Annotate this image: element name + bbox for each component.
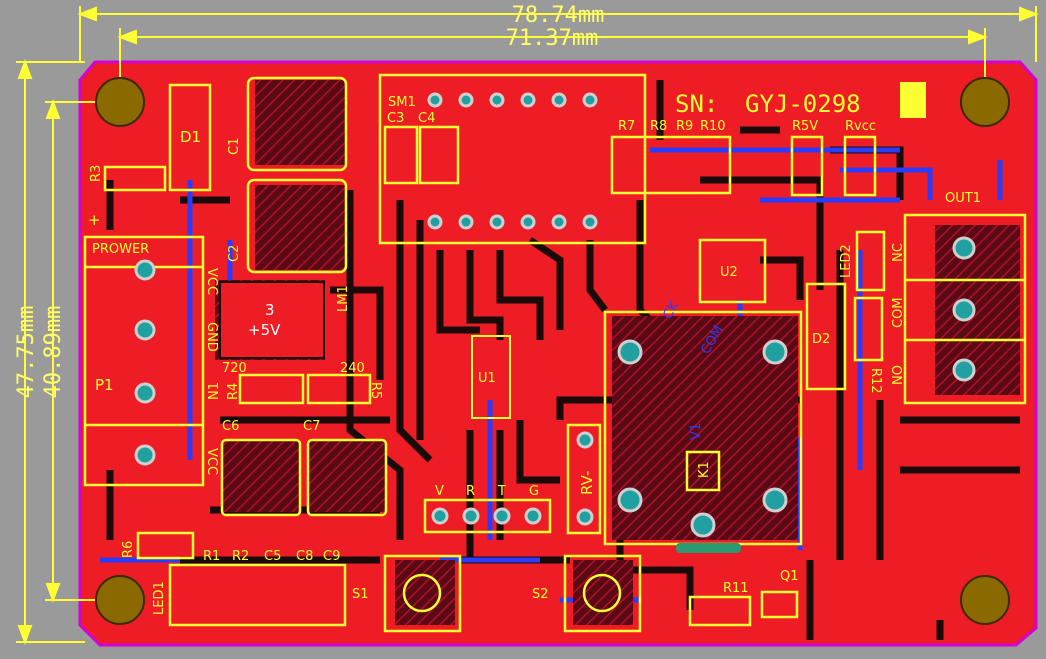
label-gnd: GND — [204, 322, 219, 352]
label-c5: C5 — [264, 549, 281, 564]
label-t: T — [497, 484, 506, 499]
label-reg-volt: +5V — [248, 321, 281, 339]
label-r7: R7 — [618, 119, 635, 134]
label-240: 240 — [340, 361, 365, 376]
label-reg-num: 3 — [265, 301, 275, 319]
label-u1: U1 — [478, 371, 496, 386]
label-no: NO — [891, 365, 906, 385]
label-r1: R1 — [203, 549, 220, 564]
label-com: COM — [891, 297, 906, 328]
label-c4: C4 — [418, 111, 435, 126]
label-c1: C1 — [227, 138, 242, 155]
label-sm1: SM1 — [388, 95, 416, 110]
label-d1: D1 — [180, 128, 201, 146]
label-d2: D2 — [812, 332, 830, 347]
label-r: R — [466, 484, 475, 499]
label-r5: R5 — [368, 382, 383, 399]
label-relay-v1: V1 — [689, 423, 704, 440]
label-r12: R12 — [868, 368, 883, 394]
relay-tab — [676, 543, 741, 553]
serial-value: GYJ-0298 — [745, 90, 861, 118]
label-r8: R8 — [650, 119, 667, 134]
label-led1: LED1 — [152, 581, 167, 615]
regulator-body — [219, 281, 325, 359]
label-c2: C2 — [227, 245, 242, 262]
label-rvcc: Rvcc — [845, 119, 876, 134]
label-720: 720 — [222, 361, 247, 376]
label-prower: PROWER — [92, 242, 149, 257]
label-r11: R11 — [723, 581, 749, 596]
label-k1: K1 — [697, 461, 712, 478]
label-r6: R6 — [121, 541, 136, 558]
label-c8: C8 — [296, 549, 313, 564]
label-s2: S2 — [532, 587, 549, 602]
pads — [134, 92, 976, 538]
label-r4: R4 — [226, 383, 241, 400]
inner-width-dimension: 71.37mm — [506, 26, 599, 51]
dimension-lines — [16, 6, 1039, 645]
serial-label: SN: — [675, 90, 718, 118]
label-nc: NC — [891, 243, 906, 262]
label-relay-ck: CK — [660, 299, 682, 322]
label-c6: C6 — [222, 419, 239, 434]
label-c7: C7 — [303, 419, 320, 434]
mounting-holes — [95, 77, 1010, 625]
label-p1: P1 — [95, 376, 114, 394]
label-g: G — [529, 484, 539, 499]
label-vcc-bottom: VCC — [204, 448, 219, 475]
label-r5v: R5V — [792, 119, 818, 134]
inner-height-dimension: 40.89mm — [41, 306, 66, 399]
label-n1: N1 — [207, 382, 222, 400]
label-rv: RV- — [578, 471, 596, 495]
label-vcc-top: VCC — [204, 268, 219, 295]
label-u2: U2 — [720, 265, 738, 280]
outer-height-dimension: 47.75mm — [14, 306, 39, 399]
label-s1: S1 — [352, 587, 369, 602]
label-r9: R9 — [676, 119, 693, 134]
label-led2: LED2 — [839, 244, 854, 278]
label-r2: R2 — [232, 549, 249, 564]
label-relay-com: COM — [698, 323, 726, 357]
label-q1: Q1 — [780, 569, 799, 584]
label-c9: C9 — [323, 549, 340, 564]
label-r3: R3 — [89, 165, 104, 182]
label-v: V — [435, 484, 444, 499]
label-lm1: LM1 — [336, 285, 351, 312]
serial-marker — [900, 82, 926, 118]
label-c3: C3 — [387, 111, 404, 126]
u1-chip — [445, 335, 537, 419]
label-out1: OUT1 — [945, 191, 981, 206]
outer-width-dimension: 78.74mm — [512, 3, 605, 28]
label-plus: + — [88, 211, 101, 229]
label-r10: R10 — [700, 119, 726, 134]
